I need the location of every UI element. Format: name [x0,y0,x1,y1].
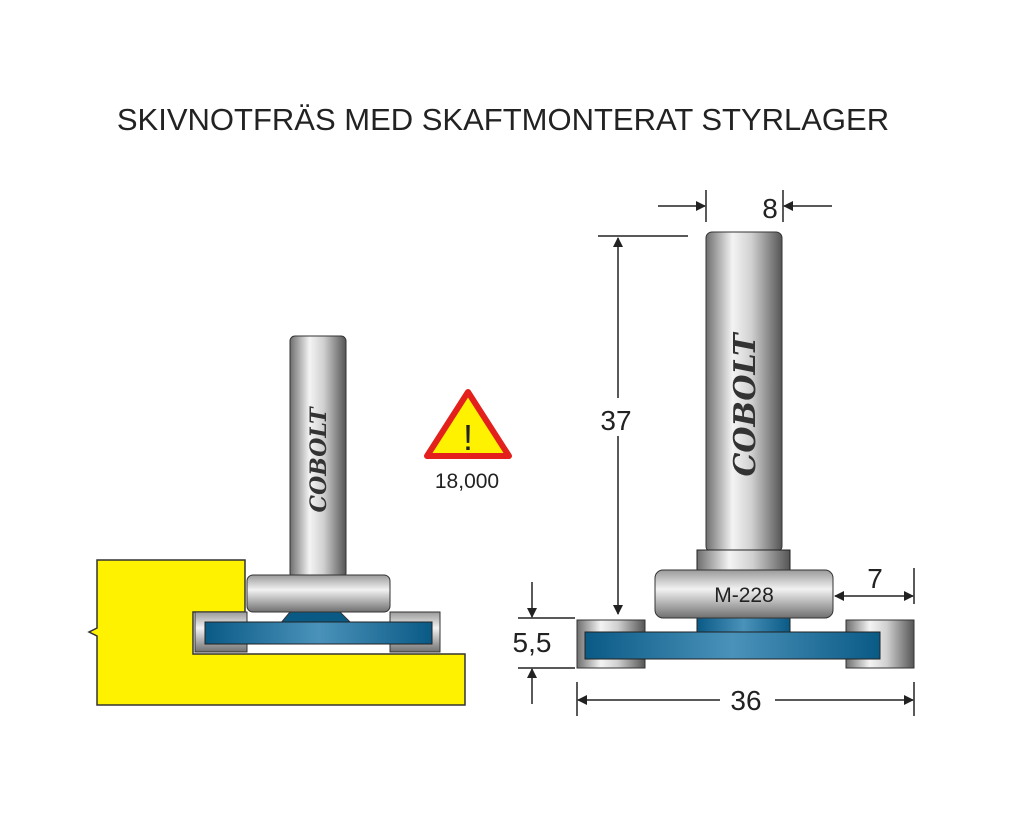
page-title: SKIVNOTFRÄS MED SKAFTMONTERAT STYRLAGER [117,102,889,137]
bearing-label: M-228 [714,584,774,607]
brand-label: COBOLT [728,331,763,477]
dimension-illustration: COBOLT M-228 8 37 7 5,5 36 [513,190,915,716]
workpiece [87,559,466,706]
bearing [246,574,391,613]
dim-cut-height: 5,5 [513,627,552,658]
dim-diameter: 36 [730,685,761,716]
dim-shank-diameter: 8 [762,193,778,224]
usage-illustration: COBOLT [87,335,466,706]
bearing [654,569,834,619]
warning-triangle-icon [424,389,512,459]
brand-label: COBOLT [306,406,332,513]
slot-disc [584,631,881,660]
hub [696,615,791,635]
dim-total-length: 37 [600,405,631,436]
max-rpm-label: 18,000 [435,470,499,493]
warning-symbol: ! [463,417,473,458]
collar [696,549,791,573]
max-rpm-warning: ! 18,000 [424,389,512,493]
slot-disc [204,621,433,645]
dim-cut-depth: 7 [867,563,883,594]
